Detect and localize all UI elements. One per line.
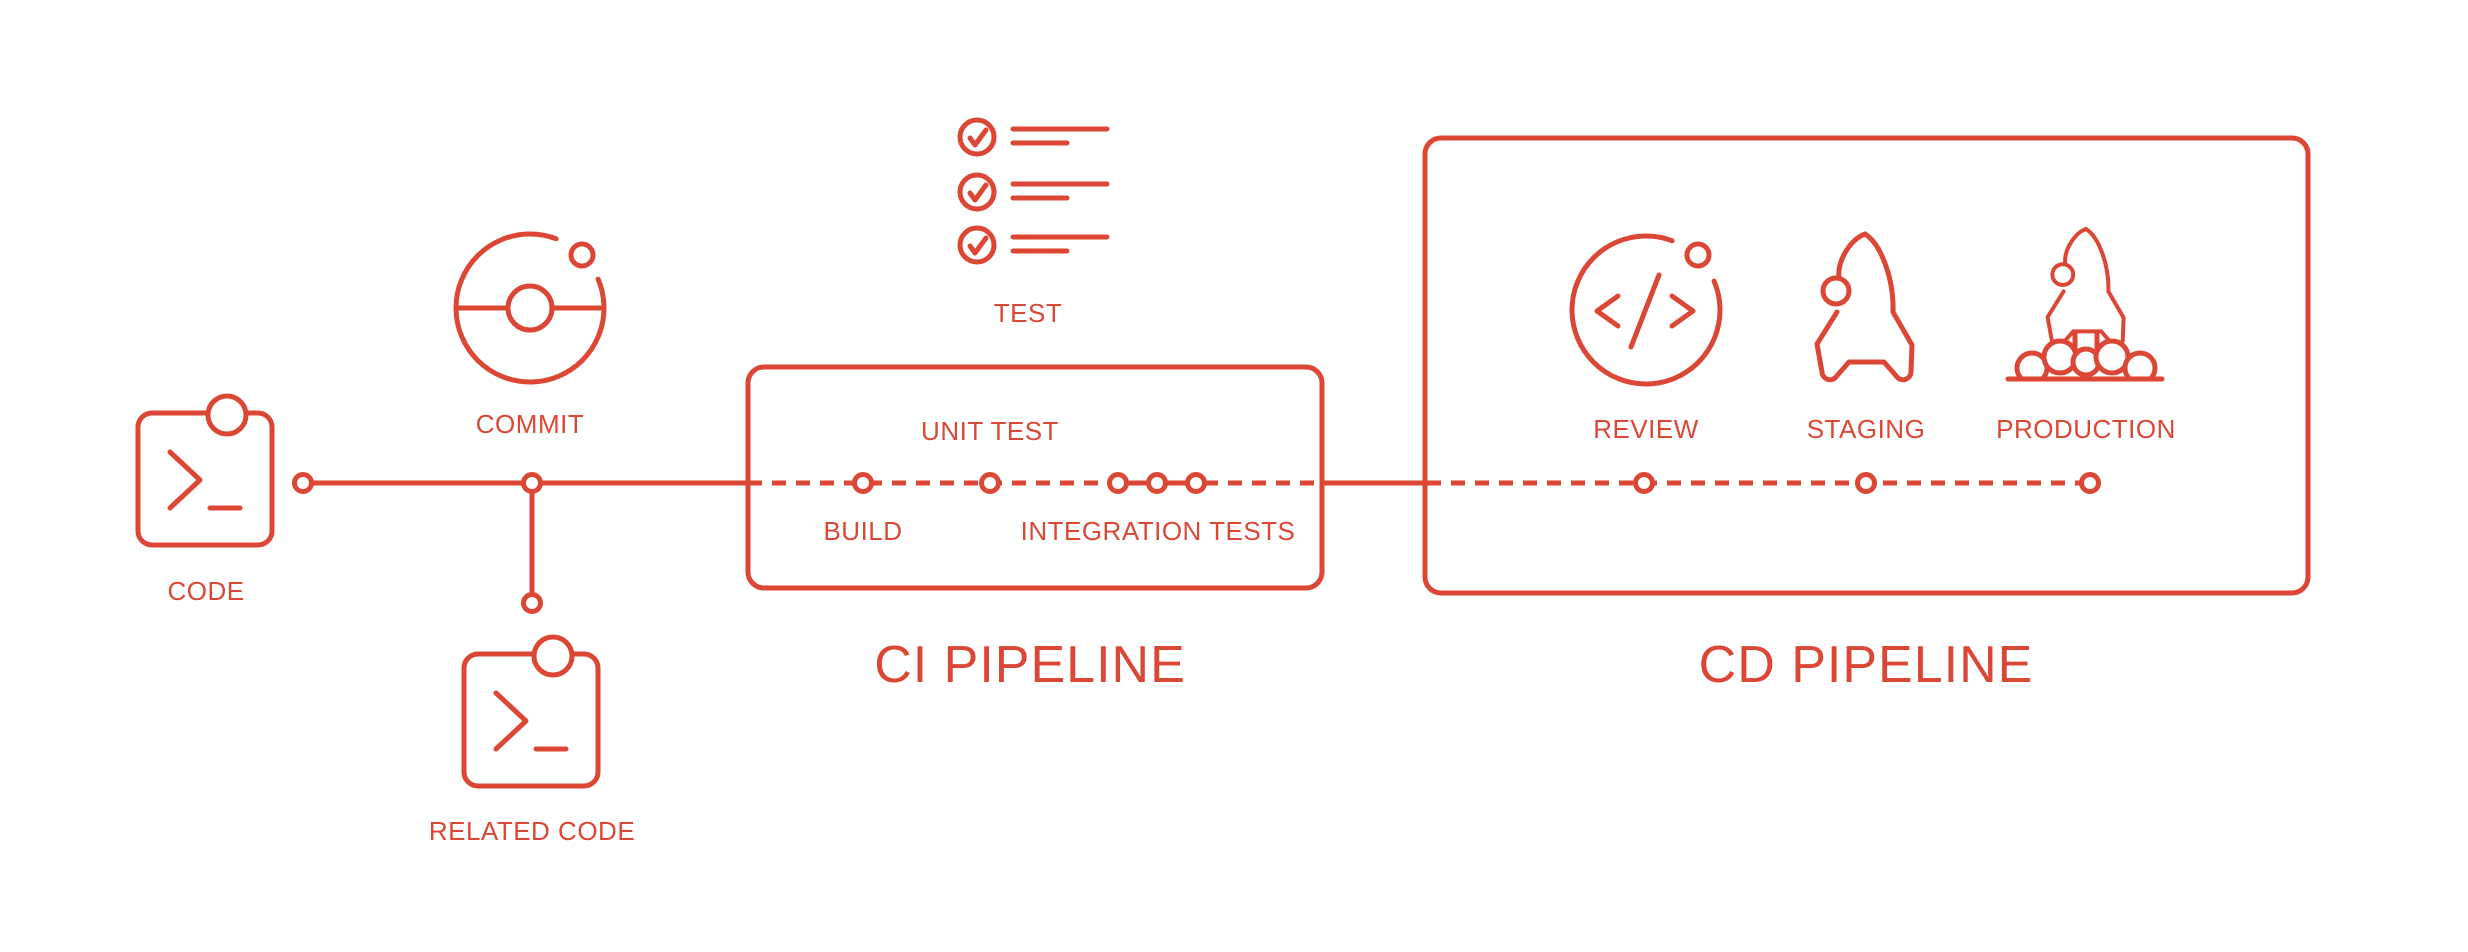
review-icon — [1569, 233, 1723, 387]
test-checklist-icon — [960, 120, 1107, 262]
production-node — [2082, 475, 2099, 492]
related-code-label: RELATED CODE — [429, 816, 635, 846]
cd-pipeline-box — [1422, 135, 2311, 596]
staging-label: STAGING — [1807, 414, 1926, 444]
code-label: CODE — [167, 576, 244, 606]
production-label: PRODUCTION — [1996, 414, 2176, 444]
commit-icon — [453, 231, 607, 385]
related-code-node — [524, 595, 541, 612]
review-node — [1636, 475, 1653, 492]
build-label: BUILD — [823, 516, 902, 546]
production-rocket-icon — [2002, 229, 2170, 408]
integration-node-2 — [1149, 475, 1166, 492]
staging-node — [1858, 475, 1875, 492]
commit-label: COMMIT — [476, 409, 584, 439]
integration-node-1 — [1110, 475, 1127, 492]
ci-pipeline-title: CI PIPELINE — [874, 636, 1186, 694]
commit-node — [524, 475, 541, 492]
related-code-icon — [464, 637, 598, 786]
unit-test-node — [982, 475, 999, 492]
test-label: TEST — [994, 298, 1062, 328]
integration-node-3 — [1188, 475, 1205, 492]
build-node — [855, 475, 872, 492]
cd-pipeline-title: CD PIPELINE — [1699, 636, 2034, 694]
unit-test-label: UNIT TEST — [921, 416, 1059, 446]
review-label: REVIEW — [1593, 414, 1699, 444]
start-node — [295, 475, 312, 492]
ci-pipeline-box — [745, 364, 1325, 591]
staging-rocket-icon — [1817, 234, 1912, 380]
code-icon — [138, 396, 272, 545]
integration-tests-label: INTEGRATION TESTS — [1021, 516, 1296, 546]
